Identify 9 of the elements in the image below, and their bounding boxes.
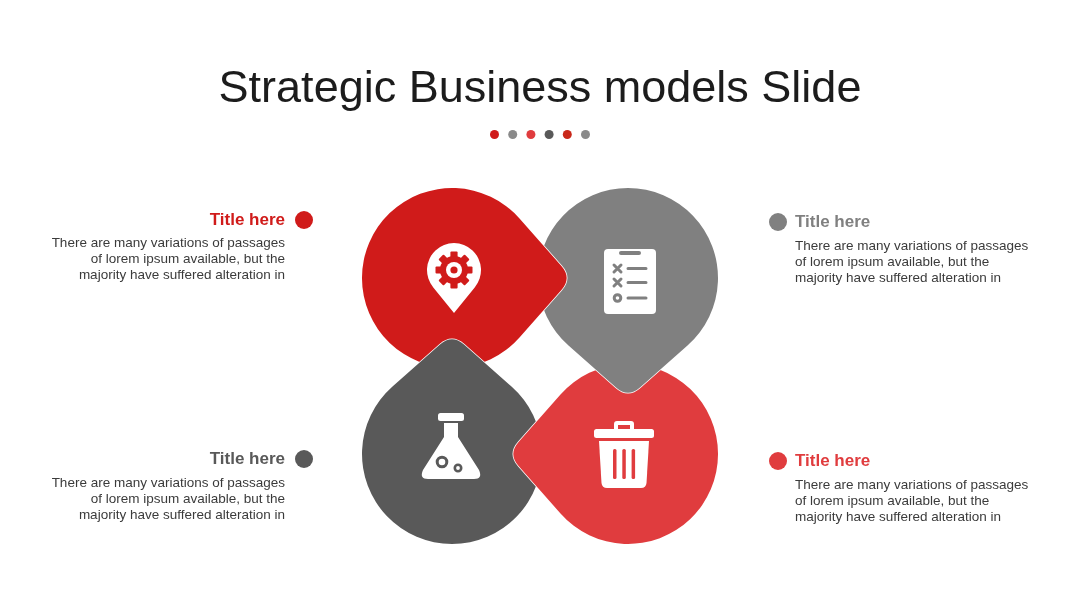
section-heading: Title here: [209, 209, 285, 231]
slide-title: Strategic Business models Slide: [218, 61, 862, 113]
description-text: There are many variations of passages of lorem ipsum available, but the majority have suffered alteration in: [795, 238, 1030, 286]
section-heading: Title here: [209, 448, 285, 470]
description-text: There are many variations of passages of lorem ipsum available, but the majority have suffered alteration in: [795, 477, 1030, 525]
description-text: There are many variations of passages of lorem ipsum available, but the majority have suffered alteration in: [50, 235, 285, 283]
section-heading: Title here: [795, 211, 871, 233]
section-heading: Title here: [795, 450, 871, 472]
description-text: There are many variations of passages of lorem ipsum available, but the majority have suffered alteration in: [50, 475, 285, 523]
